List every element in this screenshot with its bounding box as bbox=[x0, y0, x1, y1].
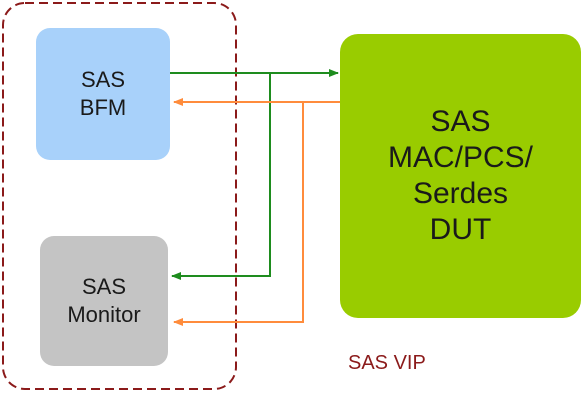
sas-bfm-box: SAS BFM bbox=[36, 28, 170, 160]
dut-tap-to-monitor-arrow bbox=[173, 102, 304, 326]
sas-dut-box: SAS MAC/PCS/ Serdes DUT bbox=[340, 34, 581, 318]
vip-boundary bbox=[2, 2, 237, 390]
sas-vip-label: SAS VIP bbox=[348, 352, 426, 374]
sas-monitor-box: SAS Monitor bbox=[40, 236, 168, 366]
bfm-tap-to-monitor-arrow bbox=[171, 73, 271, 280]
